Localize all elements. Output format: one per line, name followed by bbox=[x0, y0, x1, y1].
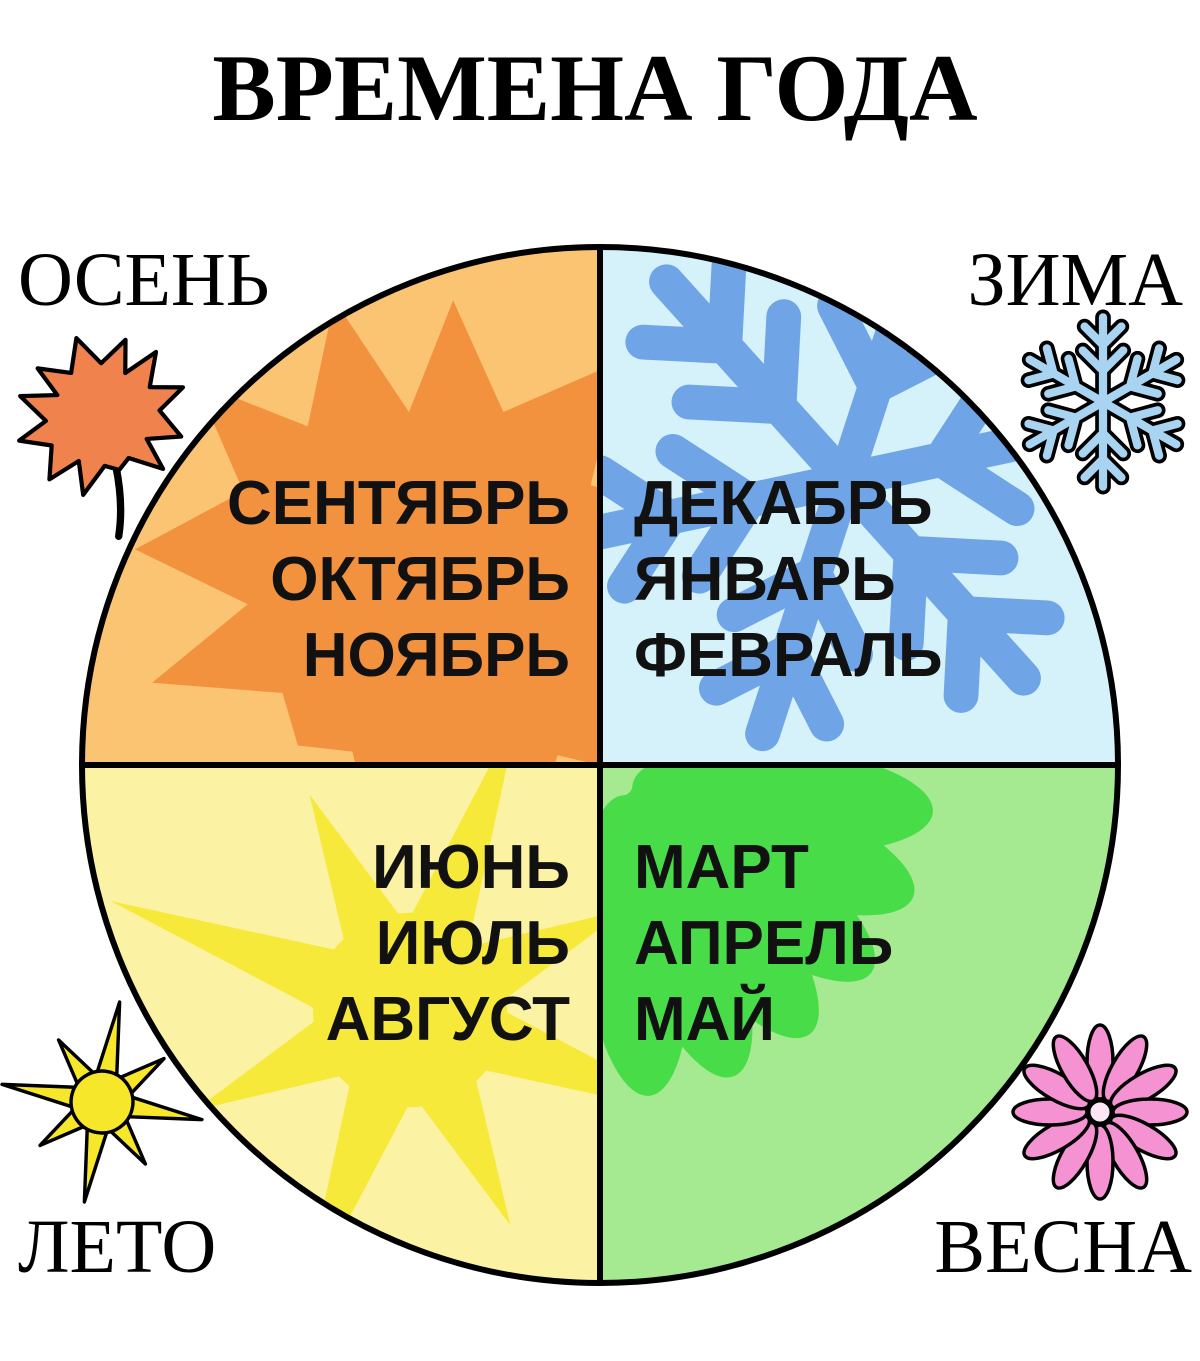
snowflake-icon bbox=[1020, 317, 1187, 486]
autumn-label: ОСЕНЬ bbox=[18, 238, 269, 322]
circle-outline bbox=[79, 244, 1121, 1286]
maple-leaf-stem bbox=[112, 462, 125, 541]
summer-month: ИЮЛЬ bbox=[376, 909, 570, 978]
flower-icon bbox=[1011, 1023, 1189, 1201]
page-title: ВРЕМЕНА ГОДА bbox=[212, 35, 977, 141]
autumn-month: СЕНТЯБРЬ bbox=[227, 469, 570, 538]
autumn-month-list: СЕНТЯБРЬ ОКТЯБРЬ НОЯБРЬ bbox=[227, 469, 570, 690]
autumn-month: ОКТЯБРЬ bbox=[270, 545, 570, 614]
winter-month: ДЕКАБРЬ bbox=[634, 469, 933, 538]
summer-month: ИЮНЬ bbox=[372, 833, 570, 902]
summer-label: ЛЕТО bbox=[18, 1205, 216, 1289]
winter-month: ЯНВАРЬ bbox=[634, 545, 896, 614]
spring-month: МАЙ bbox=[634, 984, 775, 1054]
summer-month: АВГУСТ bbox=[326, 985, 570, 1054]
spring-month-list: МАРТ АПРЕЛЬ МАЙ bbox=[634, 833, 893, 1054]
spring-label: ВЕСНА bbox=[934, 1205, 1192, 1289]
flower-center bbox=[1087, 1099, 1113, 1125]
summer-month-list: ИЮНЬ ИЮЛЬ АВГУСТ bbox=[326, 833, 570, 1054]
winter-label: ЗИМА bbox=[968, 238, 1184, 322]
maple-leaf-icon bbox=[0, 312, 221, 541]
spring-month: АПРЕЛЬ bbox=[634, 909, 893, 978]
winter-month: ФЕВРАЛЬ bbox=[634, 621, 943, 690]
spring-month: МАРТ bbox=[634, 833, 809, 902]
winter-month-list: ДЕКАБРЬ ЯНВАРЬ ФЕВРАЛЬ bbox=[634, 469, 943, 690]
autumn-month: НОЯБРЬ bbox=[303, 621, 570, 690]
